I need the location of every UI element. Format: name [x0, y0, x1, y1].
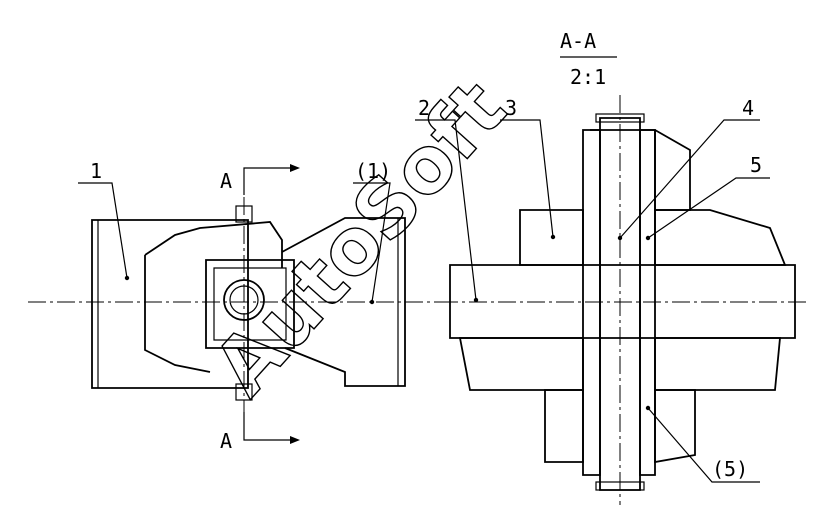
- label-2: 2: [418, 96, 430, 120]
- left-fork-upper: [144, 221, 283, 268]
- pin-end-bottom: [235, 383, 253, 401]
- label-5: 5: [750, 153, 762, 177]
- side-view: [28, 164, 440, 444]
- leader-1: [78, 182, 128, 279]
- label-3: 3: [505, 96, 517, 120]
- yoke-lower-left: [458, 337, 584, 391]
- leader-4: [619, 119, 760, 239]
- leader-3: [500, 119, 554, 238]
- section-scale: 2:1: [570, 65, 606, 89]
- bushing-right: [639, 129, 656, 476]
- label-1: 1: [90, 159, 102, 183]
- section-marker-bottom: A: [220, 429, 232, 453]
- label-1p: (1): [355, 159, 391, 183]
- leader-5: [647, 177, 770, 239]
- leader-2: [415, 119, 477, 301]
- section-arrow-bottom: [243, 412, 290, 441]
- yoke-lower-right: [654, 337, 781, 391]
- label-5p: (5): [712, 457, 748, 481]
- section-arrow-top: [243, 167, 290, 195]
- bushing-left: [582, 129, 601, 476]
- section-view: [415, 56, 810, 505]
- cross-block: [205, 259, 295, 349]
- section-arrowhead-bottom: [290, 436, 300, 444]
- label-4: 4: [742, 96, 754, 120]
- yoke-bottom-right: [654, 389, 696, 464]
- section-title: A-A: [560, 29, 596, 53]
- leader-1p: [353, 182, 391, 303]
- leader-5p: [647, 407, 760, 483]
- section-arrowhead-top: [290, 164, 300, 172]
- pin-cap-top: [595, 113, 645, 123]
- left-fork-lower: [144, 255, 211, 373]
- right-yoke-body: [281, 217, 406, 387]
- watermark-logo: AutoSoft: [197, 64, 523, 412]
- left-yoke-body: [91, 219, 249, 389]
- pin-end-top: [235, 205, 253, 223]
- yoke-bottom-left: [544, 389, 584, 463]
- section-marker-top: A: [220, 169, 232, 193]
- yoke-upper-right: [654, 209, 787, 266]
